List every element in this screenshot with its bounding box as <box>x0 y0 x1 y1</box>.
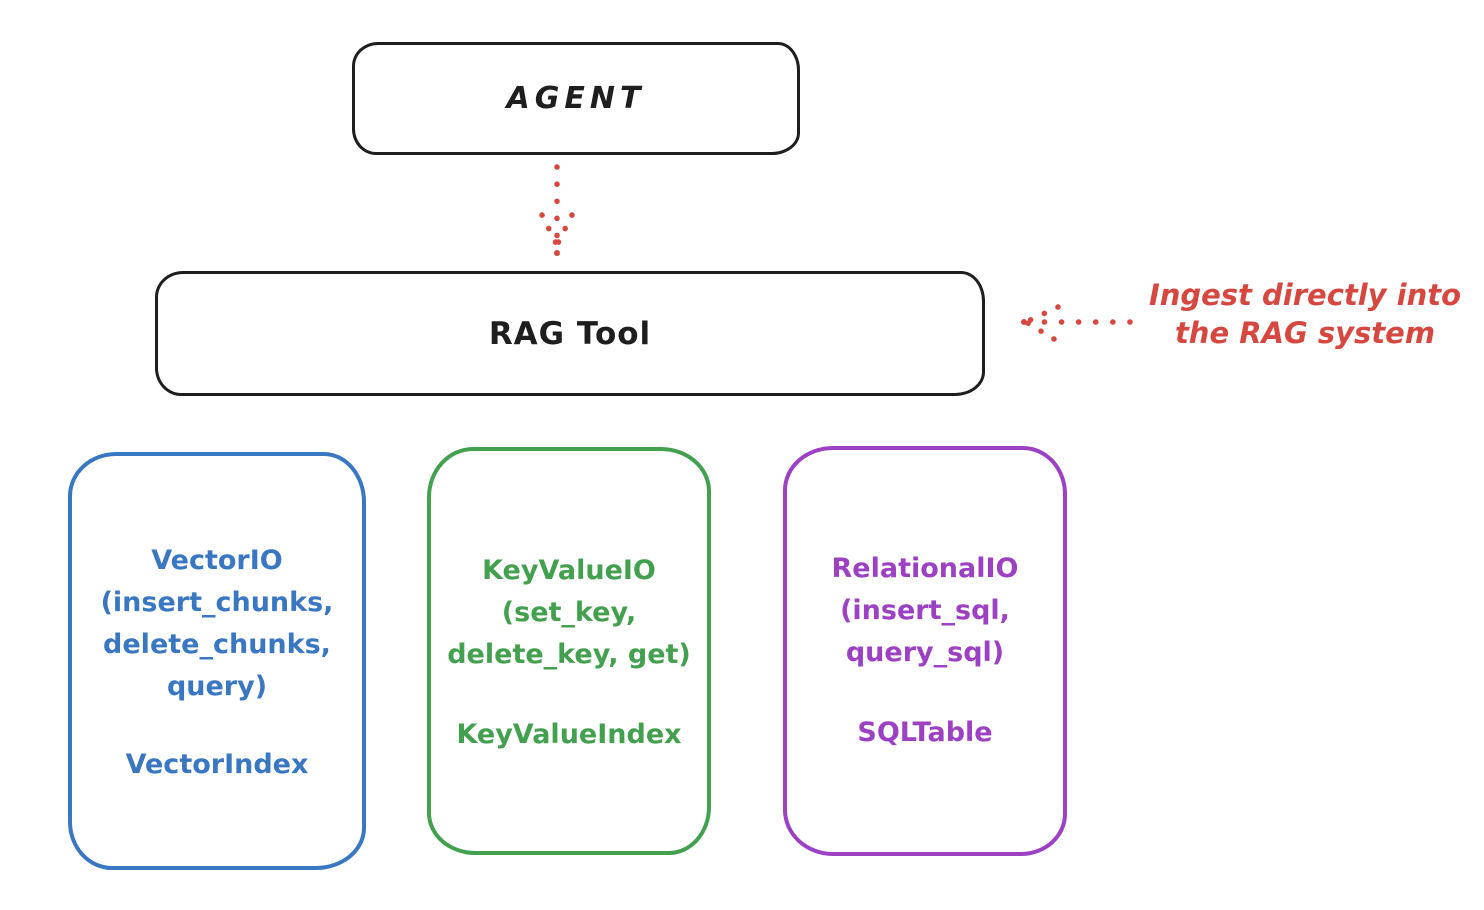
keyvalueio-index-label: KeyValueIndex <box>456 719 682 750</box>
vectorio-method-line: delete_chunks, <box>103 629 331 660</box>
relationalio-method-line: (insert_sql, <box>840 595 1010 626</box>
relationalio-method-line: query_sql) <box>845 637 1005 668</box>
storage-box-vectorio: VectorIO (insert_chunks, delete_chunks, … <box>68 452 366 870</box>
down-arrow-icon <box>539 164 575 256</box>
vectorio-method-line: query) <box>166 671 268 702</box>
rag-tool-label: RAG Tool <box>488 315 652 352</box>
rag-tool-box: RAG Tool <box>155 271 985 396</box>
storage-box-relationalio: RelationalIO (insert_sql, query_sql) SQL… <box>783 446 1067 856</box>
storage-box-keyvalueio: KeyValueIO (set_key, delete_key, get) Ke… <box>427 447 711 855</box>
relationalio-index-label: SQLTable <box>857 717 993 748</box>
vectorio-method-line: (insert_chunks, <box>100 587 334 618</box>
keyvalueio-method-line: delete_key, get) <box>447 639 691 670</box>
annotation-line-1: Ingest directly into <box>1148 278 1462 312</box>
keyvalueio-method-line: (set_key, <box>501 597 637 628</box>
annotation-text: Ingest directly into the RAG system <box>1125 276 1484 352</box>
relationalio-title: RelationalIO <box>831 553 1019 584</box>
vectorio-title: VectorIO <box>151 545 283 576</box>
annotation-line-2: the RAG system <box>1174 316 1436 350</box>
left-arrow-icon <box>1021 304 1133 342</box>
keyvalueio-title: KeyValueIO <box>482 555 656 586</box>
agent-label: AGENT <box>506 81 646 116</box>
vectorio-index-label: VectorIndex <box>125 749 309 780</box>
agent-box: AGENT <box>352 42 800 155</box>
